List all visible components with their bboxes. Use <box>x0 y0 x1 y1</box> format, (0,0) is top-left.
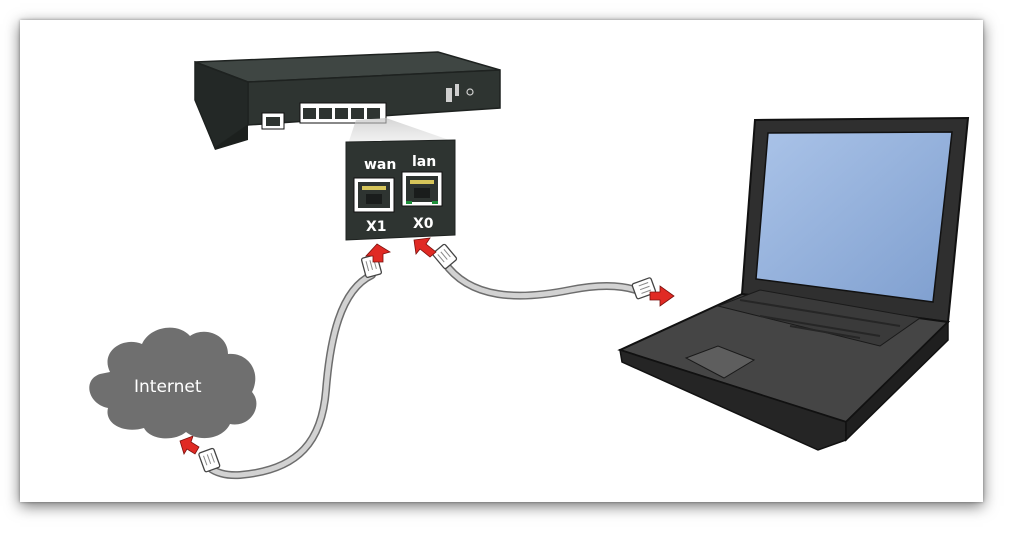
lan-port-id: X0 <box>413 216 434 232</box>
port-bank <box>299 102 387 124</box>
lan-label: lan <box>412 154 436 170</box>
wan-label: wan <box>364 157 396 173</box>
firewall-appliance-icon <box>194 51 501 150</box>
wan-cable <box>206 271 376 480</box>
laptop-icon <box>617 116 970 451</box>
ethernet-cable-icon <box>198 243 657 473</box>
cloud-label: Internet <box>134 377 202 397</box>
port-callout: wan lan X1 X0 <box>345 139 456 241</box>
wan-port-id: X1 <box>366 219 387 235</box>
direction-arrow-icon <box>179 237 675 455</box>
lan-cable <box>440 258 640 300</box>
internet-cloud-icon: Internet <box>89 327 257 439</box>
